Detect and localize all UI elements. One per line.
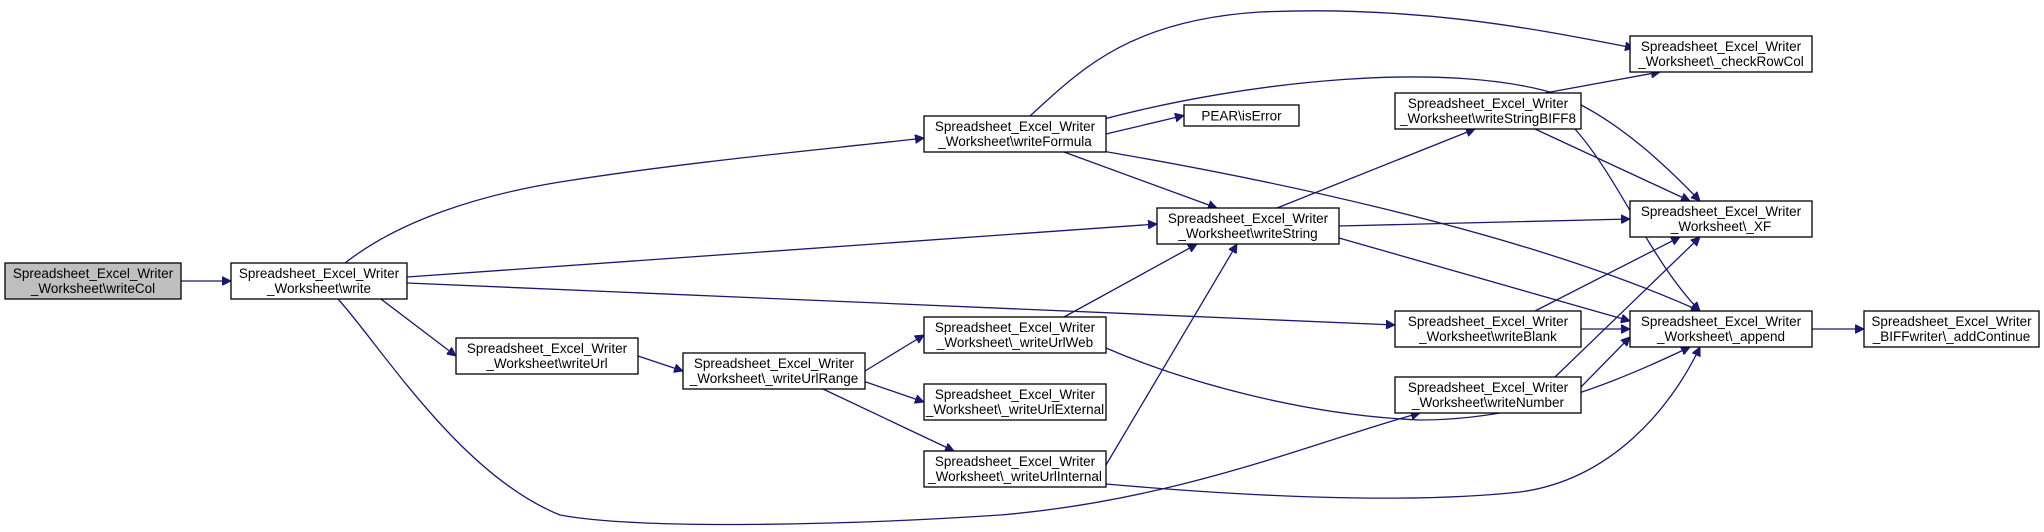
node-box: [1394, 376, 1582, 414]
node-label-line1: Spreadsheet_Excel_Writer: [1641, 39, 1802, 54]
node-label-line2: _Worksheet\_writeUrlWeb: [936, 335, 1093, 350]
node-box: [1394, 92, 1582, 130]
edge-writeUrlInternal-to-writeString: [1105, 244, 1238, 466]
node-label-line2: _BIFFwriter\_addContinue: [1872, 329, 2031, 344]
node-label-line1: Spreadsheet_Excel_Writer: [13, 266, 174, 281]
node-label-line1: Spreadsheet_Excel_Writer: [935, 119, 1096, 134]
edge-writeFormula-to-isError: [1105, 116, 1184, 135]
edge-write-to-writeFormula: [344, 138, 924, 264]
edge-write-to-writeUrl: [380, 298, 456, 356]
node-label-line2: _Worksheet\writeFormula: [937, 134, 1092, 149]
node-box: [1629, 200, 1813, 238]
edge-writeFormula-to-append: [1065, 144, 1700, 311]
edge-writeFormula-to-XF: [1099, 76, 1700, 201]
node-label-line1: Spreadsheet_Excel_Writer: [239, 266, 400, 281]
node-writeString[interactable]: Spreadsheet_Excel_Writer_Worksheet\write…: [1156, 207, 1340, 245]
node-writeUrlInternal[interactable]: Spreadsheet_Excel_Writer_Worksheet\_writ…: [923, 450, 1107, 488]
node-box: [1183, 104, 1300, 127]
node-label-line2: _Worksheet\writeCol: [30, 281, 155, 296]
node-box: [230, 262, 408, 300]
node-label-line2: _Worksheet\_writeUrlRange: [689, 371, 859, 386]
node-label-line1: Spreadsheet_Excel_Writer: [1641, 314, 1802, 329]
node-label-line2: _Worksheet\writeString: [1177, 226, 1317, 241]
node-box: [1629, 35, 1813, 73]
node-label-line1: Spreadsheet_Excel_Writer: [1408, 96, 1569, 111]
edge-writeString-to-append: [1338, 237, 1630, 321]
node-label-line1: Spreadsheet_Excel_Writer: [467, 341, 628, 356]
edge-writeFormula-to-checkRowCol: [1029, 10, 1634, 117]
node-writeUrlRange[interactable]: Spreadsheet_Excel_Writer_Worksheet\_writ…: [682, 352, 866, 390]
edge-writeUrlWeb-to-writeString: [1063, 243, 1197, 318]
edge-writeUrlRange-to-writeUrlInternal: [822, 388, 954, 451]
node-addContinue[interactable]: Spreadsheet_Excel_Writer_BIFFwriter\_add…: [1863, 310, 2040, 348]
node-label-line2: _Worksheet\writeUrl: [485, 356, 607, 371]
node-box: [1863, 310, 2040, 348]
node-box: [1629, 310, 1813, 348]
edge-writeNumber-to-XF: [1554, 237, 1700, 378]
node-label-line1: Spreadsheet_Excel_Writer: [1871, 314, 2032, 329]
node-writeFormula[interactable]: Spreadsheet_Excel_Writer_Worksheet\write…: [923, 115, 1107, 153]
node-label-line1: Spreadsheet_Excel_Writer: [935, 454, 1096, 469]
edge-writeUrlWeb-to-append: [1105, 347, 1690, 421]
edge-writeString-to-XF: [1338, 219, 1630, 227]
node-label-line2: _Worksheet\write: [266, 281, 371, 296]
node-writeBlank[interactable]: Spreadsheet_Excel_Writer_Worksheet\write…: [1394, 310, 1582, 348]
node-label-line2: _Worksheet\_writeUrlInternal: [927, 469, 1102, 484]
node-label-line2: _Worksheet\_writeUrlExternal: [925, 402, 1104, 417]
node-box: [4, 262, 182, 300]
node-isError[interactable]: PEAR\isError: [1183, 104, 1300, 127]
node-label-line2: _Worksheet\writeStringBIFF8: [1399, 111, 1576, 126]
edge-writeStringBIFF8-to-XF: [1534, 128, 1690, 201]
edge-write-to-writeNumber: [337, 298, 1420, 526]
node-box: [455, 337, 639, 375]
node-box: [923, 115, 1107, 153]
node-label-line1: Spreadsheet_Excel_Writer: [1408, 314, 1569, 329]
node-writeNumber[interactable]: Spreadsheet_Excel_Writer_Worksheet\write…: [1394, 376, 1582, 414]
edge-writeUrlInternal-to-append: [1105, 347, 1700, 499]
node-label-line2: _Worksheet\_append: [1656, 329, 1785, 344]
edge-writeBlank-to-XF: [1534, 236, 1680, 312]
edge-writeUrl-to-writeUrlRange: [637, 355, 683, 371]
node-writeCol: Spreadsheet_Excel_Writer_Worksheet\write…: [4, 262, 182, 300]
node-writeUrlWeb[interactable]: Spreadsheet_Excel_Writer_Worksheet\_writ…: [923, 316, 1107, 354]
node-label-line2: _Worksheet\writeBlank: [1418, 329, 1557, 344]
node-label-line2: _Worksheet\_XF: [1670, 219, 1771, 234]
edge-writeUrlRange-to-writeUrlWeb: [864, 334, 924, 372]
edge-writeUrlRange-to-writeUrlExternal: [862, 380, 924, 402]
node-label-line2: _Worksheet\writeNumber: [1411, 395, 1565, 410]
node-label-line1: Spreadsheet_Excel_Writer: [1168, 211, 1329, 226]
node-writeUrlExternal[interactable]: Spreadsheet_Excel_Writer_Worksheet\_writ…: [923, 383, 1107, 421]
node-label-line1: Spreadsheet_Excel_Writer: [694, 356, 855, 371]
node-label-line1: PEAR\isError: [1201, 109, 1282, 124]
node-checkRowCol[interactable]: Spreadsheet_Excel_Writer_Worksheet\_chec…: [1629, 35, 1813, 73]
node-label-line1: Spreadsheet_Excel_Writer: [1408, 380, 1569, 395]
node-writeUrl[interactable]: Spreadsheet_Excel_Writer_Worksheet\write…: [455, 337, 639, 375]
node-append[interactable]: Spreadsheet_Excel_Writer_Worksheet\_appe…: [1629, 310, 1813, 348]
node-label-line1: Spreadsheet_Excel_Writer: [935, 387, 1096, 402]
node-box: [682, 352, 866, 390]
node-box: [923, 316, 1107, 354]
node-label-line2: _Worksheet\_checkRowCol: [1637, 54, 1804, 69]
edge-write-to-writeBlank: [406, 282, 1395, 325]
node-XF[interactable]: Spreadsheet_Excel_Writer_Worksheet\_XF: [1629, 200, 1813, 238]
edge-writeString-to-writeStringBIFF8: [1276, 129, 1475, 209]
node-box: [1156, 207, 1340, 245]
edge-writeNumber-to-append: [1580, 337, 1630, 388]
node-box: [1394, 310, 1582, 348]
node-box: [923, 450, 1107, 488]
node-label-line1: Spreadsheet_Excel_Writer: [1641, 204, 1802, 219]
node-label-line1: Spreadsheet_Excel_Writer: [935, 320, 1096, 335]
edge-writeFormula-to-writeString: [1063, 151, 1217, 208]
edge-write-to-writeString: [406, 224, 1157, 278]
node-box: [923, 383, 1107, 421]
node-write[interactable]: Spreadsheet_Excel_Writer_Worksheet\write: [230, 262, 408, 300]
edge-writeStringBIFF8-to-checkRowCol: [1544, 72, 1660, 94]
node-writeStringBIFF8[interactable]: Spreadsheet_Excel_Writer_Worksheet\write…: [1394, 92, 1582, 130]
